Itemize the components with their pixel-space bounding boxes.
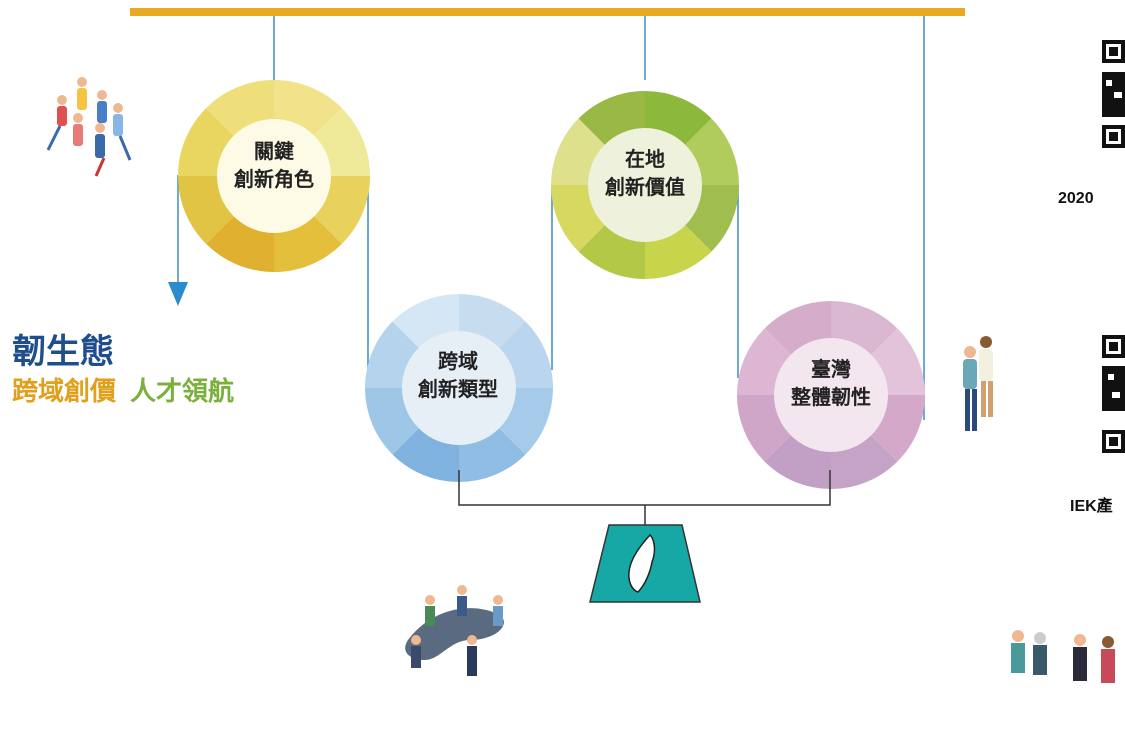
wheel-label-line2: 創新價值 xyxy=(605,175,685,199)
slogan: 韌生態 跨域創價人才領航 xyxy=(12,330,234,410)
qr-code-icon xyxy=(1102,335,1125,453)
wheel-label-line2: 整體韌性 xyxy=(791,385,871,409)
slogan-subtitle: 跨域創價人才領航 xyxy=(12,374,234,410)
wheel-label-roles: 關鍵 創新角色 xyxy=(214,137,334,193)
wheel-label-line1: 跨域 xyxy=(438,349,478,373)
wheel-types xyxy=(365,294,553,482)
qr-code-icon xyxy=(1102,40,1125,148)
wheel-resil xyxy=(737,301,925,490)
wheel-label-value: 在地 創新價值 xyxy=(585,145,705,201)
tourists-icon xyxy=(963,336,993,431)
wheel-label-line1: 臺灣 xyxy=(811,357,851,381)
slogan-part-a: 跨域創價 xyxy=(12,377,117,407)
workers-icon xyxy=(1011,630,1115,683)
people-group-icon xyxy=(46,77,132,177)
wheel-label-line1: 關鍵 xyxy=(254,139,294,163)
wheel-value xyxy=(551,91,739,279)
side-label-iek: IEK產 xyxy=(1070,498,1113,515)
wheel-label-line1: 在地 xyxy=(625,147,665,171)
wheel-hub xyxy=(774,338,888,452)
wheel-label-types: 跨域 創新類型 xyxy=(398,347,518,403)
down-arrow-icon xyxy=(168,282,188,306)
top-bar xyxy=(130,8,965,16)
side-label-year: 2020 xyxy=(1058,190,1094,207)
balance-scale xyxy=(458,470,831,525)
wheel-hub xyxy=(402,331,516,445)
wheel-label-resilience: 臺灣 整體韌性 xyxy=(771,355,891,411)
wheel-label-line2: 創新類型 xyxy=(418,377,498,401)
slogan-title: 韌生態 xyxy=(12,332,114,372)
taiwan-map-icon xyxy=(628,533,656,593)
wheel-roles xyxy=(178,80,370,272)
meeting-icon xyxy=(405,585,504,676)
wheel-hub xyxy=(588,128,702,242)
wheel-label-line2: 創新角色 xyxy=(234,167,314,191)
wheel-hub xyxy=(217,119,331,233)
slogan-part-b: 人才領航 xyxy=(130,377,235,407)
